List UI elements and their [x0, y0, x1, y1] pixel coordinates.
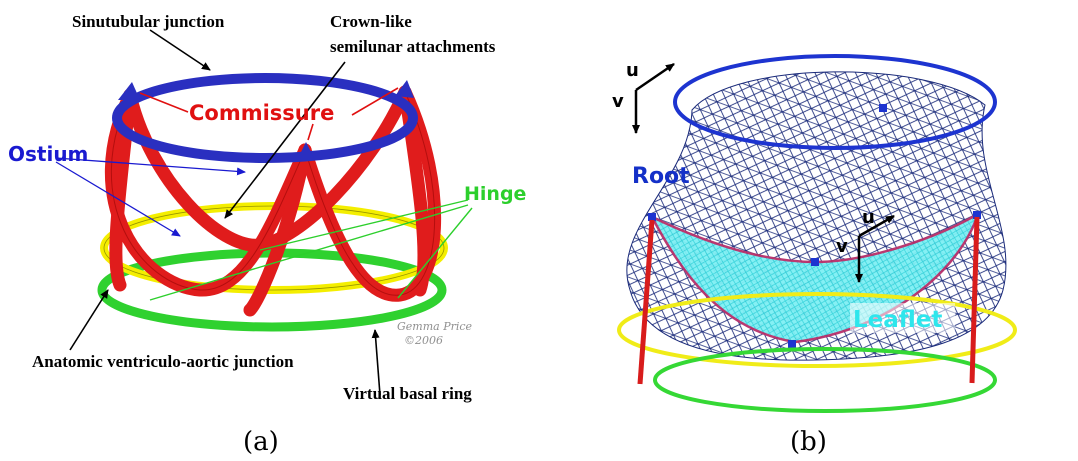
signature-name: Gemma Price [397, 320, 473, 333]
red-posts [637, 216, 980, 385]
label-crown-line2: semilunar attachments [330, 37, 496, 56]
label-hinge: Hinge [464, 183, 526, 205]
label-ventriculo-aortic-junction: Anatomic ventriculo-aortic junction [32, 352, 294, 371]
panel-b: u v u v Root Leaflet (b) [612, 54, 1017, 457]
label-leaflet: Leaflet [853, 307, 942, 333]
label-ostium: Ostium [8, 142, 88, 166]
label-virtual-basal-ring: Virtual basal ring [343, 384, 472, 403]
annotation-lines [69, 29, 381, 396]
mid-axes [855, 214, 895, 283]
leaflet-green-ring [653, 347, 997, 413]
root-top-ring [673, 54, 997, 150]
label-crown-line1: Crown-like [330, 12, 412, 31]
panel-a: Sinutubular junction Crown-like semiluna… [8, 12, 526, 457]
axis-u-top: u [626, 60, 639, 81]
caption-a: (a) [243, 427, 279, 457]
label-root: Root [632, 164, 690, 189]
axis-u-mid: u [862, 207, 875, 228]
leaflet-yellow-ring [617, 292, 1017, 368]
top-axes [632, 62, 675, 134]
label-commissure: Commissure [189, 101, 334, 125]
label-sinutubular-junction: Sinutubular junction [72, 12, 225, 31]
axis-v-top: v [612, 91, 624, 112]
caption-b: (b) [790, 427, 827, 457]
sinutubular-ring [112, 73, 418, 163]
axis-v-mid: v [836, 236, 848, 257]
signature-year: ©2006 [404, 334, 443, 347]
